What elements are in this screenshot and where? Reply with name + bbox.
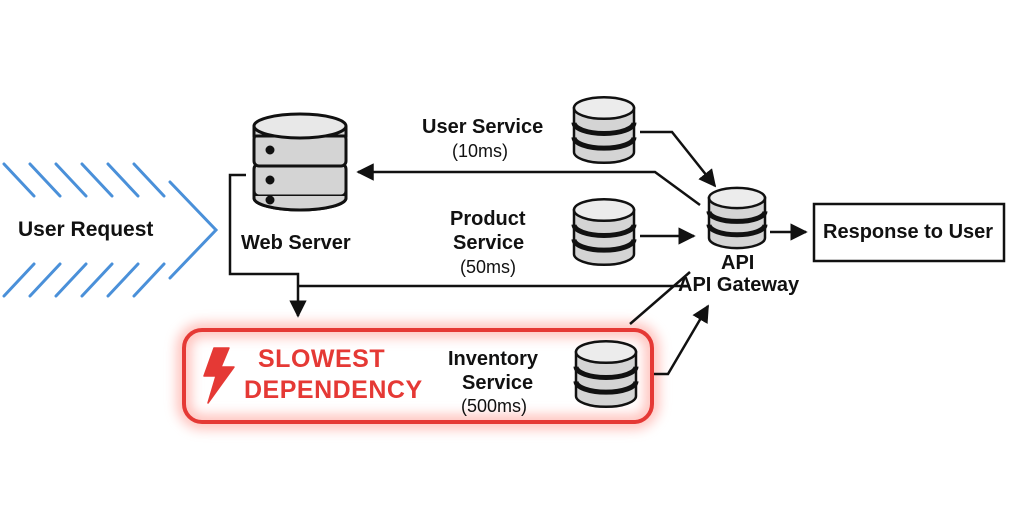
user-request-label: User Request	[18, 218, 154, 241]
product-service-latency: (50ms)	[460, 257, 517, 277]
api-gateway-label: API Gateway	[678, 274, 800, 296]
slowest-label-line1: SLOWEST	[258, 345, 386, 373]
database-server-icon	[252, 112, 348, 212]
user-service-latency: (10ms)	[452, 141, 509, 161]
inventory-service-latency: (500ms)	[461, 396, 528, 416]
inventory-service-db-icon	[573, 339, 639, 409]
product-service-db-icon	[571, 197, 637, 267]
api-gateway-short-label: API	[721, 252, 755, 274]
product-service-label-line1: Product	[450, 208, 526, 230]
api-gateway-db-icon	[706, 186, 768, 250]
response-box	[812, 202, 1006, 263]
user-service-label: User Service	[422, 116, 544, 138]
web-server-label: Web Server	[241, 232, 351, 254]
response-label: Response to User	[823, 221, 994, 243]
inventory-service-label-line2: Service	[462, 372, 534, 394]
slowest-dependency-highlight	[177, 323, 659, 429]
user-service-db-icon	[571, 95, 637, 165]
product-service-label-line2: Service	[453, 232, 525, 254]
lightning-bolt-icon	[203, 347, 235, 404]
connector-lines	[228, 130, 808, 376]
slowest-label-line2: DEPENDENCY	[244, 376, 423, 404]
striped-arrow-icon	[2, 162, 219, 298]
inventory-service-label-line1: Inventory	[448, 348, 539, 370]
